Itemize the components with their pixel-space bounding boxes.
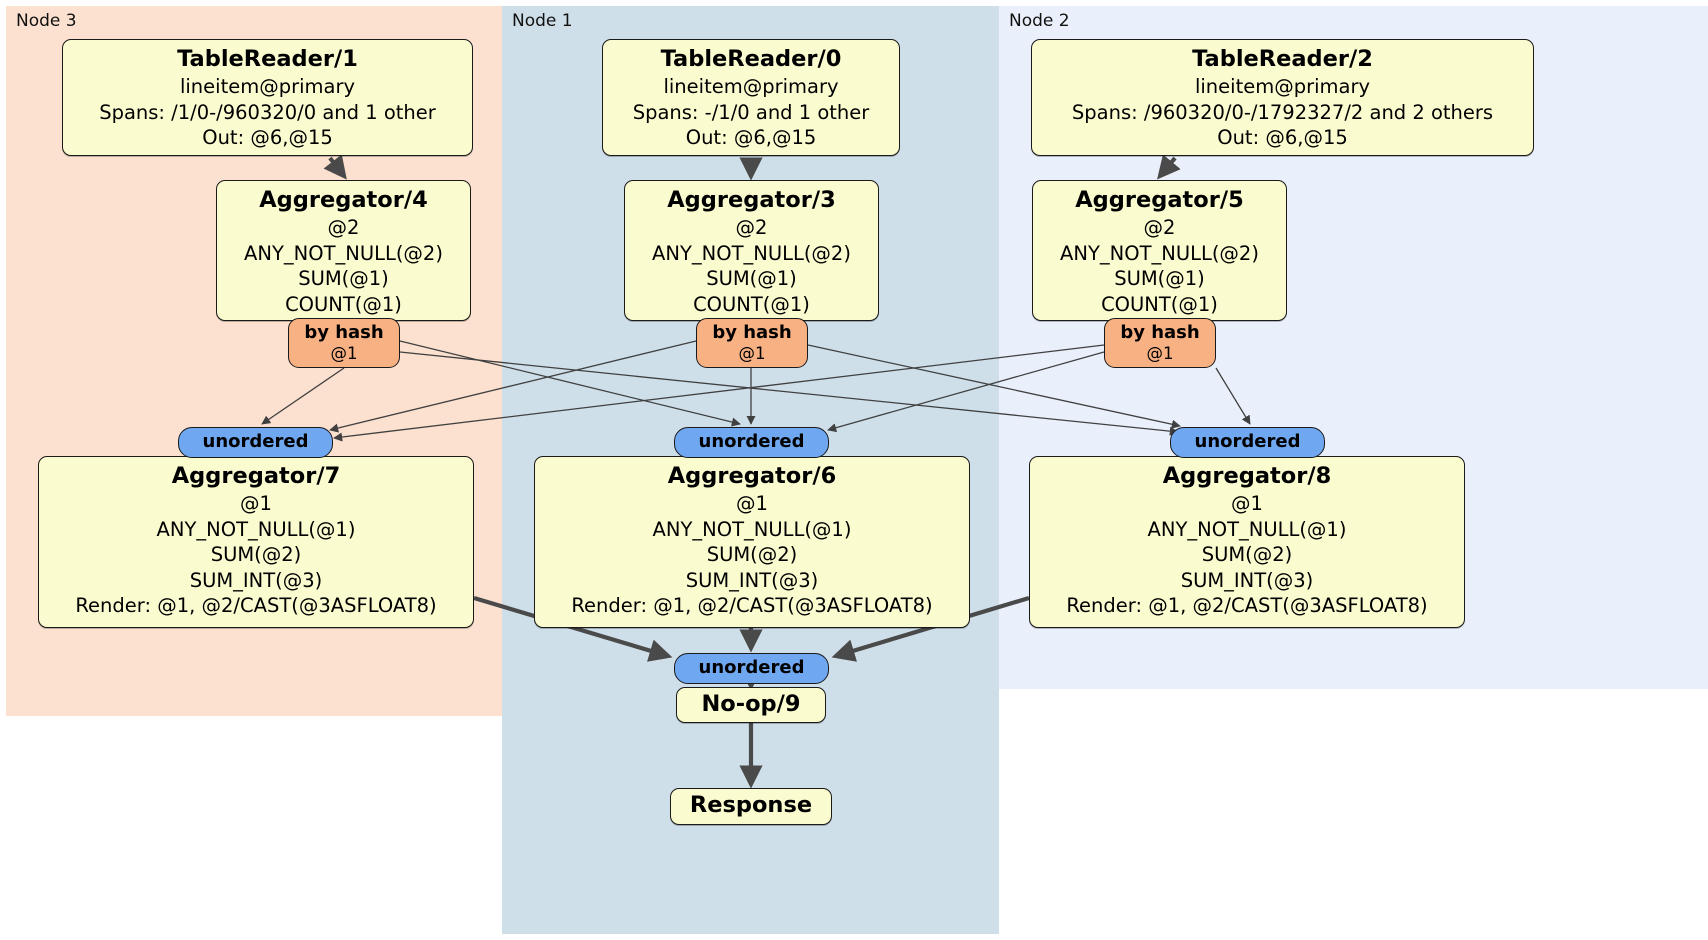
processor-detail-line: SUM_INT(@3) [1180, 568, 1314, 592]
processor-detail-line: SUM_INT(@3) [685, 568, 819, 592]
synchronizer-label: unordered [1194, 431, 1301, 452]
node-panel-label-node3: Node 3 [16, 11, 77, 31]
processor-detail-line: Spans: /1/0-/960320/0 and 1 other [99, 100, 436, 124]
synchronizer-label: unordered [698, 431, 805, 452]
input-synchronizer-unord7[interactable]: unordered [178, 427, 333, 458]
processor-title: Aggregator/3 [667, 187, 836, 213]
processor-box-noop9[interactable]: No-op/9 [676, 687, 826, 723]
processor-detail-line: Render: @1, @2/CAST(@3ASFLOAT8) [571, 594, 933, 617]
processor-detail-line: lineitem@primary [663, 75, 839, 98]
processor-detail-line: SUM_INT(@3) [189, 568, 323, 592]
processor-title: TableReader/0 [660, 46, 842, 72]
processor-detail-line: @2 [735, 216, 768, 239]
processor-detail-line: ANY_NOT_NULL(@1) [1147, 517, 1347, 541]
processor-detail-line: @1 [1231, 492, 1263, 515]
processor-detail-line: Out: @6,@15 [202, 126, 333, 149]
processor-detail-line: Spans: /960320/0-/1792327/2 and 2 others [1071, 100, 1494, 124]
processor-title: TableReader/1 [177, 46, 358, 72]
processor-title: Aggregator/7 [171, 463, 341, 489]
processor-detail-line: SUM(@2) [1201, 543, 1293, 566]
processor-box-response[interactable]: Response [670, 788, 832, 825]
processor-detail-line: ANY_NOT_NULL(@2) [1060, 241, 1259, 265]
node-panel-label-node2: Node 2 [1009, 11, 1070, 31]
output-router-hash5[interactable]: by hash@1 [1104, 318, 1216, 368]
processor-title: TableReader/2 [1192, 46, 1373, 72]
processor-detail-line: Render: @1, @2/CAST(@3ASFLOAT8) [75, 594, 437, 617]
output-router-hash4[interactable]: by hash@1 [288, 318, 400, 368]
processor-title: Aggregator/5 [1075, 187, 1244, 213]
processor-detail-line: Spans: -/1/0 and 1 other [632, 100, 870, 124]
processor-title: Aggregator/8 [1162, 463, 1332, 489]
processor-detail-line: COUNT(@1) [693, 292, 810, 316]
input-synchronizer-unord8[interactable]: unordered [1170, 427, 1325, 458]
processor-title: Aggregator/6 [667, 463, 837, 489]
processor-detail-line: @1 [240, 492, 272, 515]
processor-detail-line: SUM(@1) [1114, 267, 1205, 290]
output-router-hash3[interactable]: by hash@1 [696, 318, 808, 368]
processor-detail-line: SUM(@2) [210, 543, 302, 566]
processor-detail-line: @2 [327, 216, 360, 239]
processor-detail-line: COUNT(@1) [1101, 292, 1218, 316]
input-synchronizer-unord6[interactable]: unordered [674, 427, 829, 458]
router-column-label: @1 [1146, 344, 1174, 363]
processor-detail-line: SUM(@1) [298, 267, 389, 290]
node-panel-label-node1: Node 1 [512, 11, 573, 31]
processor-detail-line: Out: @6,@15 [1217, 126, 1348, 149]
processor-detail-line: lineitem@primary [1194, 75, 1371, 98]
processor-detail-line: Render: @1, @2/CAST(@3ASFLOAT8) [1066, 594, 1428, 617]
router-column-label: @1 [330, 344, 358, 363]
processor-detail-line: Out: @6,@15 [685, 126, 817, 149]
processor-detail-line: COUNT(@1) [285, 292, 402, 316]
router-column-label: @1 [738, 344, 766, 363]
router-kind-label: by hash [1120, 322, 1200, 343]
processor-detail-line: @1 [736, 492, 768, 515]
synchronizer-label: unordered [698, 657, 805, 678]
router-kind-label: by hash [712, 322, 792, 343]
processor-detail-line: ANY_NOT_NULL(@2) [652, 241, 851, 265]
processor-title: Aggregator/4 [259, 187, 428, 213]
processor-detail-line: SUM(@2) [706, 543, 798, 566]
synchronizer-label: unordered [202, 431, 309, 452]
processor-detail-line: SUM(@1) [706, 267, 797, 290]
processor-detail-line: ANY_NOT_NULL(@1) [652, 517, 852, 541]
router-kind-label: by hash [304, 322, 384, 343]
processor-detail-line: ANY_NOT_NULL(@2) [244, 241, 443, 265]
processor-detail-line: lineitem@primary [179, 75, 356, 98]
processor-detail-line: ANY_NOT_NULL(@1) [156, 517, 356, 541]
input-synchronizer-unord9[interactable]: unordered [674, 653, 829, 684]
processor-detail-line: @2 [1143, 216, 1176, 239]
processor-title: Response [689, 792, 813, 818]
processor-title: No-op/9 [701, 691, 801, 717]
